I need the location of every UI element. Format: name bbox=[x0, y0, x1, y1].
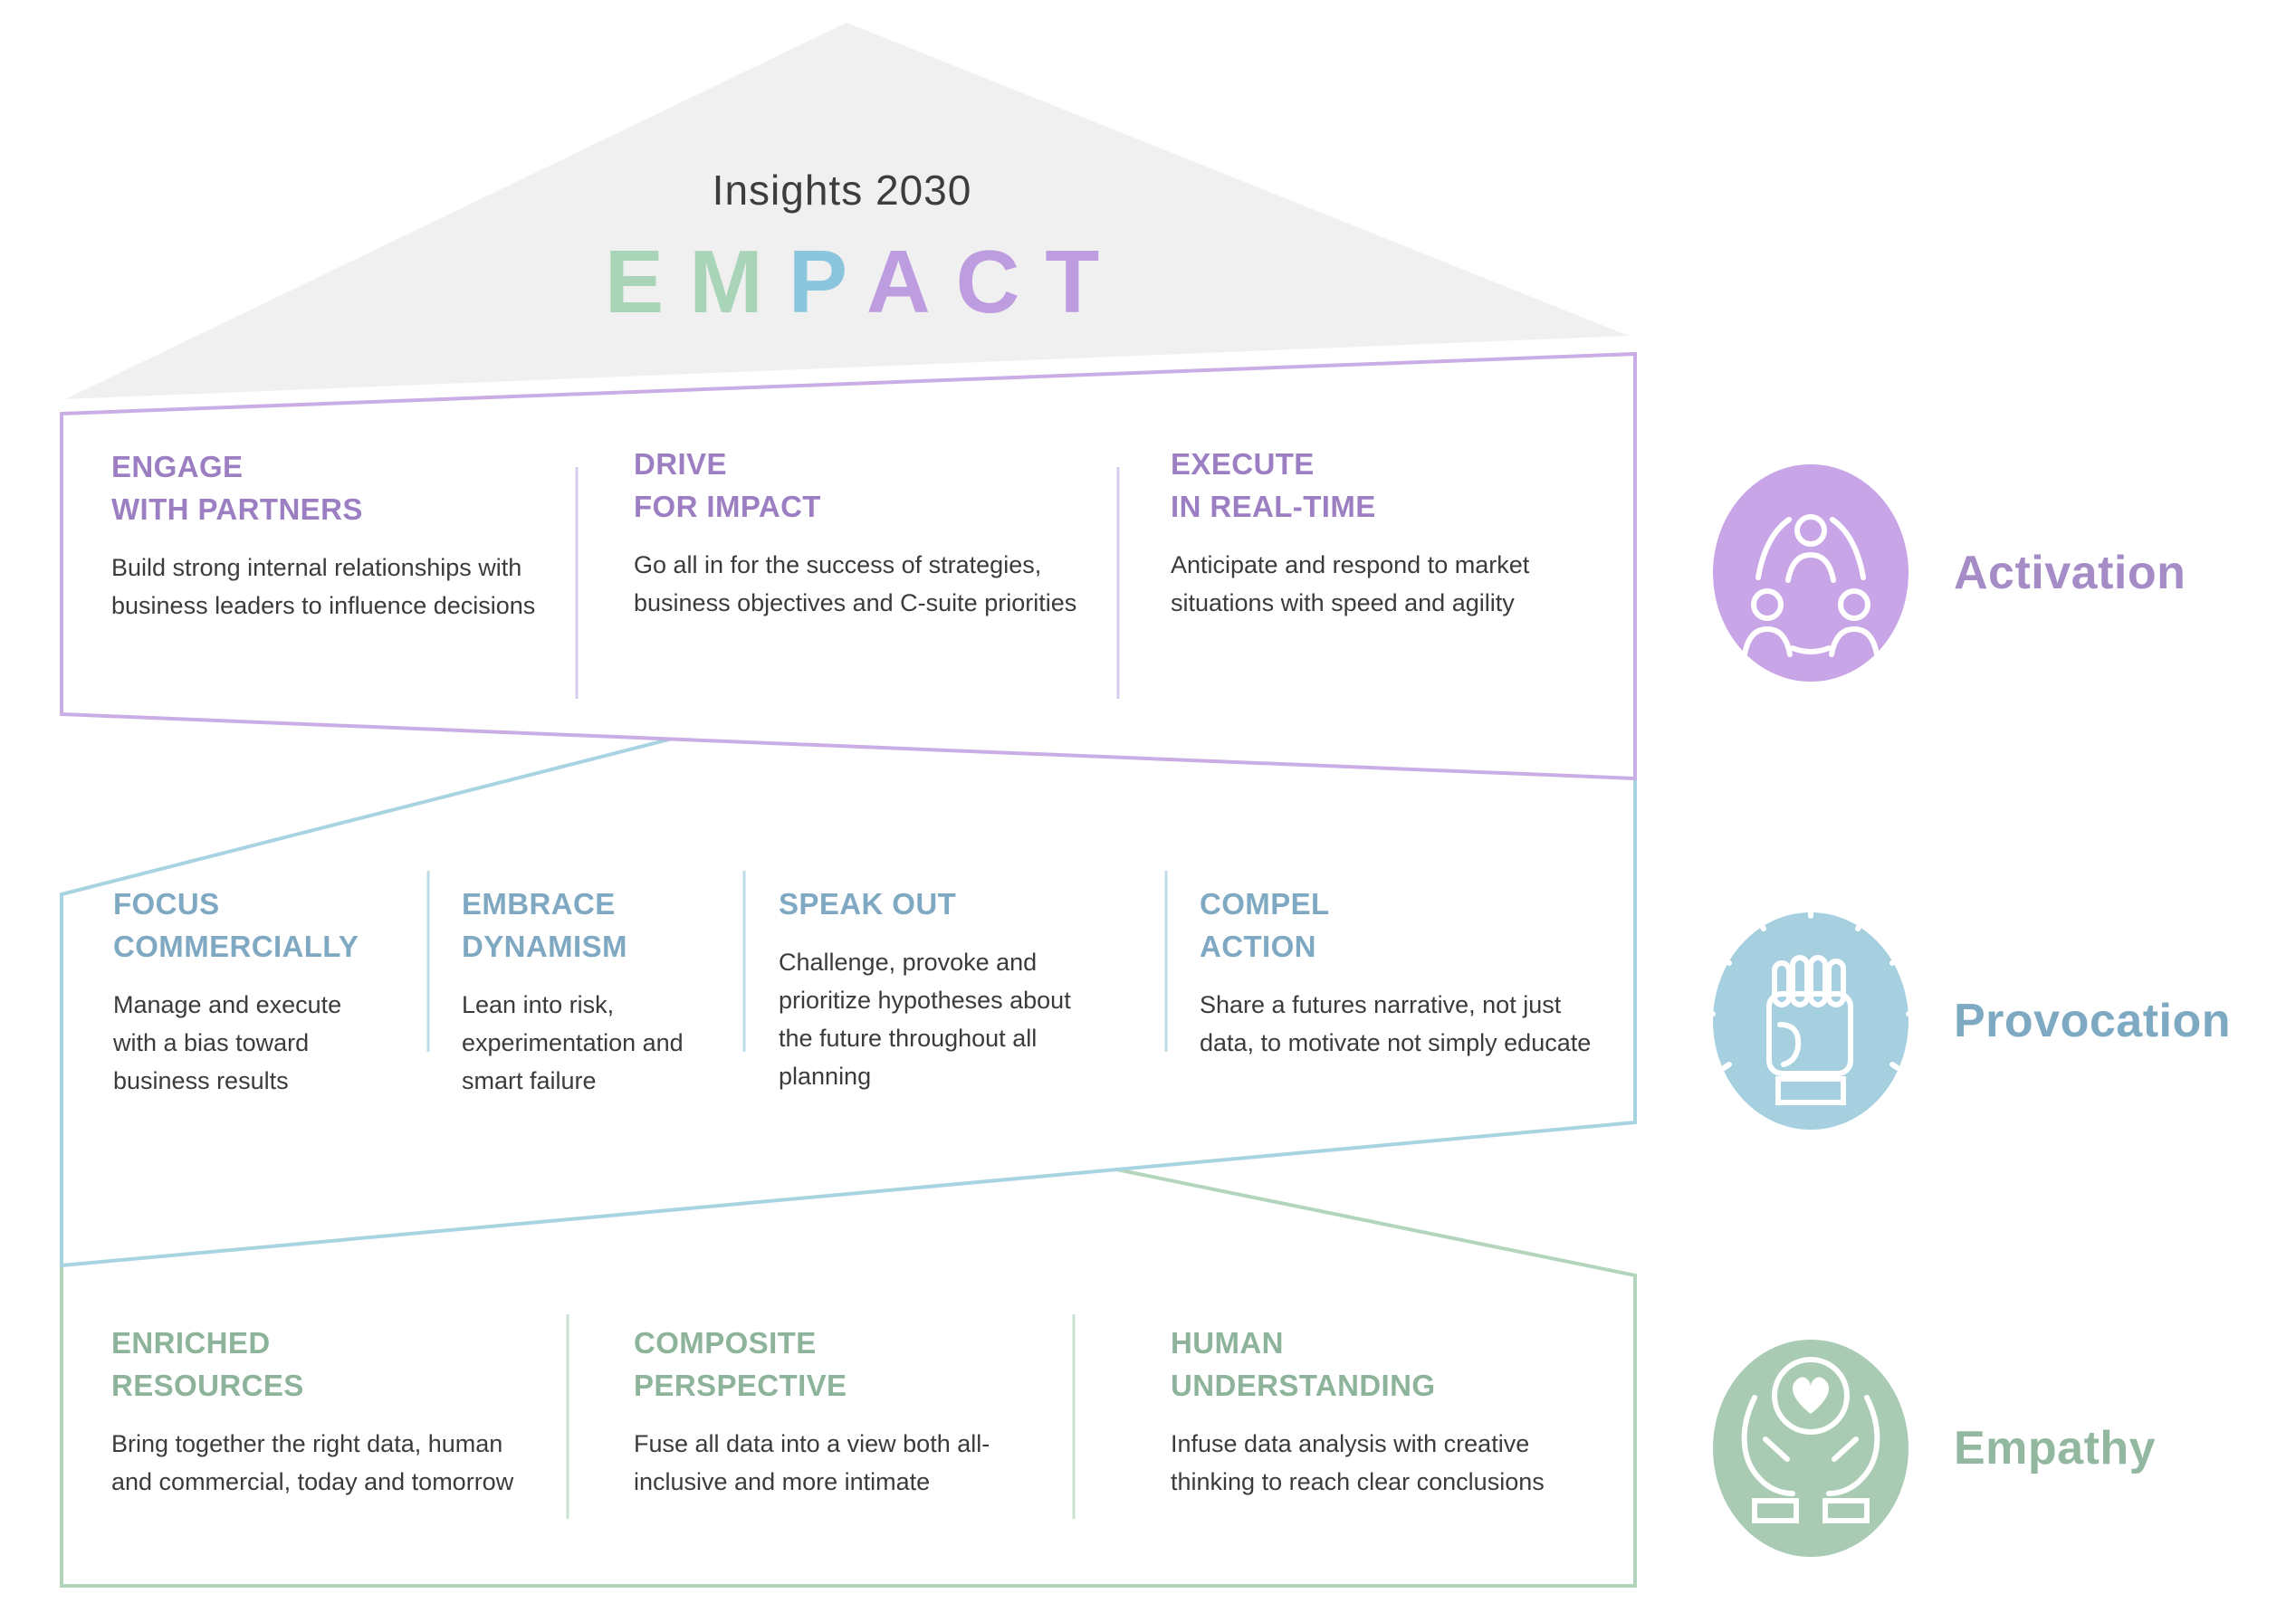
provocation-column-embrace: EMBRACE DYNAMISM Lean into risk, experim… bbox=[462, 883, 742, 1100]
wordmark-letter: E bbox=[604, 232, 690, 331]
empathy-column-composite: COMPOSITE PERSPECTIVE Fuse all data into… bbox=[634, 1322, 1014, 1501]
column-body: Bring together the right data, human and… bbox=[111, 1430, 514, 1495]
heart-glyph bbox=[1792, 1377, 1830, 1414]
tier-label-provocation: Provocation bbox=[1954, 995, 2231, 1047]
column-body: Lean into risk, experimentation and smar… bbox=[462, 991, 684, 1094]
provocation-column-speak-out: SPEAK OUT Challenge, provoke and priorit… bbox=[779, 883, 1091, 1095]
column-title: ENRICHED RESOURCES bbox=[111, 1326, 304, 1402]
column-title: EXECUTE IN REAL-TIME bbox=[1171, 447, 1376, 523]
column-body: Share a futures narrative, not just data… bbox=[1200, 991, 1592, 1056]
wordmark-letter: C bbox=[955, 232, 1046, 331]
column-body: Manage and execute with a bias toward bu… bbox=[113, 991, 342, 1094]
column-title: FOCUS COMMERCIALLY bbox=[113, 887, 359, 963]
column-body: Infuse data analysis with creative think… bbox=[1171, 1430, 1545, 1495]
column-title: COMPOSITE PERSPECTIVE bbox=[634, 1326, 847, 1402]
activation-column-execute: EXECUTE IN REAL-TIME Anticipate and resp… bbox=[1171, 443, 1578, 622]
people-network-icon bbox=[1713, 464, 1909, 682]
column-title: SPEAK OUT bbox=[779, 887, 957, 921]
raised-fist-icon bbox=[1689, 892, 1933, 1130]
wordmark-letter: P bbox=[788, 232, 866, 331]
column-body: Anticipate and respond to market situati… bbox=[1171, 551, 1530, 616]
empathy-column-enriched: ENRICHED RESOURCES Bring together the ri… bbox=[111, 1322, 519, 1501]
column-body: Go all in for the success of strategies,… bbox=[634, 551, 1077, 616]
column-body: Fuse all data into a view both all-inclu… bbox=[634, 1430, 990, 1495]
provocation-column-compel: COMPEL ACTION Share a futures narrative,… bbox=[1200, 883, 1607, 1062]
activation-column-drive: DRIVE FOR IMPACT Go all in for the succe… bbox=[634, 443, 1114, 622]
provocation-column-focus: FOCUS COMMERCIALLY Manage and execute wi… bbox=[113, 883, 367, 1100]
column-body: Build strong internal relationships with… bbox=[111, 554, 536, 619]
activation-column-engage: ENGAGE WITH PARTNERS Build strong intern… bbox=[111, 445, 569, 625]
column-title: ENGAGE WITH PARTNERS bbox=[111, 450, 363, 526]
wordmark-letter: M bbox=[689, 232, 789, 331]
wordmark-letter: A bbox=[866, 232, 956, 331]
wordmark-letter: T bbox=[1045, 232, 1125, 331]
column-title: DRIVE FOR IMPACT bbox=[634, 447, 821, 523]
column-body: Challenge, provoke and prioritize hypoth… bbox=[779, 949, 1071, 1090]
roof-subtitle: Insights 2030 bbox=[712, 167, 972, 214]
column-title: EMBRACE DYNAMISM bbox=[462, 887, 627, 963]
empathy-column-human: HUMAN UNDERSTANDING Infuse data analysis… bbox=[1171, 1322, 1587, 1501]
tier-label-empathy: Empathy bbox=[1954, 1422, 2157, 1475]
activation-band-shape bbox=[60, 351, 1637, 781]
empact-wordmark: EMPACT bbox=[507, 237, 1222, 326]
column-title: COMPEL ACTION bbox=[1200, 887, 1330, 963]
roof-triangle bbox=[65, 23, 1629, 399]
tier-label-activation: Activation bbox=[1954, 547, 2186, 599]
hands-heart-icon bbox=[1713, 1340, 1909, 1557]
column-title: HUMAN UNDERSTANDING bbox=[1171, 1326, 1436, 1402]
